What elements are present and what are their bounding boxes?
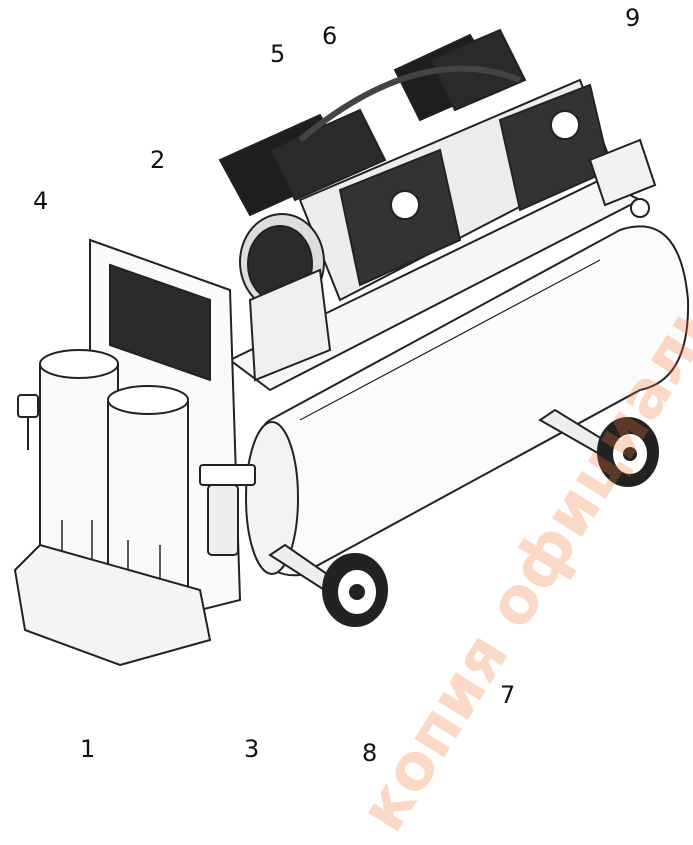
callout-6: 6 bbox=[322, 22, 338, 50]
callout-8: 8 bbox=[362, 739, 378, 767]
diagram-canvas: копия официального сайта 1 2 3 4 5 6 7 8… bbox=[13, 0, 693, 844]
callout-5: 5 bbox=[270, 40, 286, 68]
filter-regulator bbox=[199, 464, 256, 556]
air-tank bbox=[245, 225, 690, 577]
pump-assembly bbox=[218, 28, 612, 302]
rear-wheel bbox=[597, 417, 659, 487]
callout-4: 4 bbox=[33, 187, 49, 215]
callout-1: 1 bbox=[80, 735, 96, 763]
compressor-drawing bbox=[13, 28, 690, 667]
motor bbox=[239, 213, 332, 382]
base-tray bbox=[13, 543, 212, 667]
control-box bbox=[588, 138, 657, 218]
callout-2: 2 bbox=[150, 146, 166, 174]
callout-9: 9 bbox=[625, 4, 641, 32]
front-wheel bbox=[322, 553, 388, 627]
callout-7: 7 bbox=[500, 681, 516, 709]
desiccant-towers bbox=[39, 349, 189, 611]
valve bbox=[17, 394, 39, 450]
callout-3: 3 bbox=[244, 735, 260, 763]
